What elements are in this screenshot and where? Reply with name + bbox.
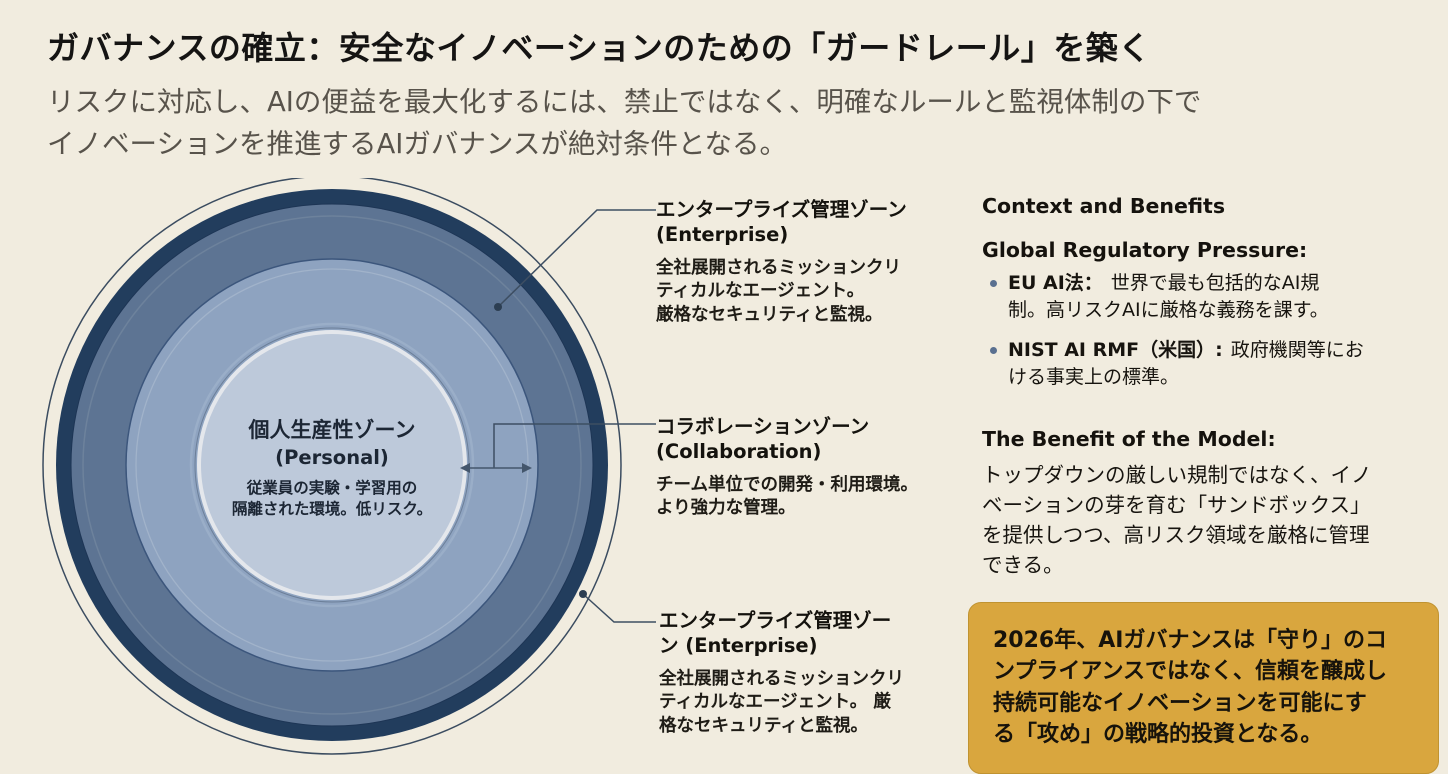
benefit-paragraph: トップダウンの厳しい規制ではなく、イノ ベーションの芽を育む「サンドボックス」 … [982,463,1372,577]
callout-line-enterprise-top [497,209,656,308]
bullet-nist-rmf: NIST AI RMF（米国）:政府機関等にお ける事実上の標準。 [990,337,1440,392]
zone-personal-title: 個人生産性ゾーン [248,418,416,442]
enterprise-inner-detail-ring [82,215,582,715]
personal-halo-ring [189,322,475,608]
regulatory-bullet-list: EU AI法：世界で最も包括的なAI規 制。高リスクAIに厳格な義務を課す。 N… [990,270,1440,403]
personal-zone-circle [197,330,467,600]
bullet-icon [990,280,997,287]
callout-enterprise-top-title: エンタープライズ管理ゾーン (Enterprise) [656,198,907,247]
callout-enterprise-bottom-title: エンタープライズ管理ゾー ン (Enterprise) [659,609,892,658]
zone-personal-label: 個人生産性ゾーン (Personal) 従業員の実験・学習用の 隔離された環境。… [217,417,447,521]
callout-enterprise-bottom: エンタープライズ管理ゾー ン (Enterprise) 全社展開されるミッション… [659,608,959,738]
zone-personal-desc: 従業員の実験・学習用の 隔離された環境。低リスク。 [231,479,433,519]
highlight-box: 2026年、AIガバナンスは「守り」のコ ンプライアンスではなく、信頼を醸成し … [968,602,1439,774]
context-benefits-heading: Context and Benefits [982,194,1226,218]
global-regulatory-heading: Global Regulatory Pressure: [982,238,1308,262]
arrowhead-right [522,463,532,473]
callout-collaboration-title: コラボレーションゾーン (Collaboration) [656,415,870,464]
callout-dot-enterprise-top [494,303,502,311]
concentric-zones-diagram [42,178,656,755]
callout-collaboration: コラボレーションゾーン (Collaboration) チーム単位での開発・利用… [656,414,966,521]
bullet-nist-rmf-text: NIST AI RMF（米国）:政府機関等にお ける事実上の標準。 [1008,338,1364,389]
benefit-heading: The Benefit of the Model: [982,427,1276,451]
arrowhead-left [460,463,470,473]
collaboration-inner-detail-ring [135,268,529,662]
callout-collaboration-desc: チーム単位での開発・利用環境。 より強力な管理。 [656,474,918,519]
bullet-eu-ai-act: EU AI法：世界で最も包括的なAI規 制。高リスクAIに厳格な義務を課す。 [990,270,1440,325]
page-subtitle: リスクに対応し、AIの便益を最大化するには、禁止ではなく、明確なルールと監視体制… [47,86,1202,160]
bullet-icon [990,346,997,354]
bullet-eu-ai-act-text: EU AI法：世界で最も包括的なAI規 制。高リスクAIに厳格な義務を課す。 [1008,272,1329,322]
callout-enterprise-bottom-desc: 全社展開されるミッションクリ ティカルなエージェント。 厳 格なセキュリティと監… [659,668,904,736]
callout-line-enterprise-bottom [582,593,656,623]
callout-dot-enterprise-bottom [579,590,587,598]
callout-enterprise-top: エンタープライズ管理ゾーン (Enterprise) 全社展開されるミッションク… [656,197,966,327]
outer-boundary-circle [42,178,622,755]
zone-personal-subtitle: (Personal) [275,445,389,469]
callout-line-collaboration [493,423,656,468]
page-title: ガバナンスの確立：安全なイノベーションのための「ガードレール」を築く [47,29,1151,67]
callout-enterprise-top-desc: 全社展開されるミッションクリ ティカルなエージェント。 厳格なセキュリティと監視… [656,257,901,325]
